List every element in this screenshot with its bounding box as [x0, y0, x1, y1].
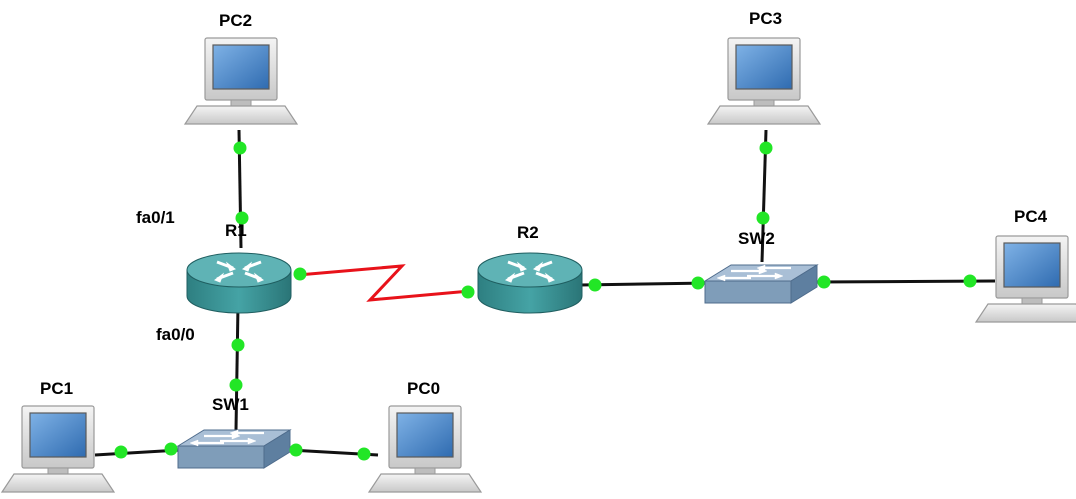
pc-icon: [975, 235, 1076, 323]
pc1-label: PC1: [40, 379, 73, 398]
router-r1[interactable]: [185, 251, 293, 315]
switch-icon: [703, 263, 819, 305]
router-r2[interactable]: [476, 251, 584, 315]
r1-label: R1: [225, 221, 247, 240]
pc3-label: PC3: [749, 9, 782, 28]
pc-pc2[interactable]: [184, 37, 298, 125]
link-up-dot: [817, 275, 831, 289]
router-icon: [476, 251, 584, 315]
pc-icon: [707, 37, 821, 125]
pc-pc3[interactable]: [707, 37, 821, 125]
sw1-label: SW1: [212, 395, 249, 414]
pc-pc1[interactable]: [1, 405, 115, 493]
link-up-dot: [229, 378, 243, 392]
link-up-dot: [293, 267, 307, 281]
pc4-label: PC4: [1014, 207, 1048, 226]
link-r1-r2-serial: [297, 264, 471, 302]
switch-sw1[interactable]: [176, 428, 292, 470]
sw2-label: SW2: [738, 229, 775, 248]
link-up-dot: [114, 445, 128, 459]
pc0-label: PC0: [407, 379, 440, 398]
link-up-dot: [963, 274, 977, 288]
link-up-dot: [759, 141, 773, 155]
link-up-dot: [691, 276, 705, 290]
r2-label: R2: [517, 223, 539, 242]
link-up-dot: [756, 211, 770, 225]
link-up-dot: [461, 285, 475, 299]
link-up-dot: [588, 278, 602, 292]
link-status-dots: [114, 141, 977, 461]
link-up-dot: [235, 211, 249, 225]
r1-fa01-label: fa0/1: [136, 208, 175, 227]
labels: PC2 PC3 PC4 PC1 PC0 R1 R2 SW1 SW2 fa0/1 …: [40, 9, 1048, 414]
link-up-dot: [164, 442, 178, 456]
pc2-label: PC2: [219, 11, 252, 30]
switch-sw2[interactable]: [703, 263, 819, 305]
link-up-dot: [357, 447, 371, 461]
link-up-dot: [231, 338, 245, 352]
pc-icon: [1, 405, 115, 493]
pc-pc4[interactable]: [975, 235, 1076, 323]
router-icon: [185, 251, 293, 315]
r1-fa00-label: fa0/0: [156, 325, 195, 344]
link-up-dot: [233, 141, 247, 155]
link-r2-sw2: [579, 281, 711, 287]
pc-pc0[interactable]: [368, 405, 482, 493]
pc-icon: [368, 405, 482, 493]
link-r1-sw1: [234, 304, 240, 431]
switch-icon: [176, 428, 292, 470]
link-up-dot: [289, 443, 303, 457]
pc-icon: [184, 37, 298, 125]
